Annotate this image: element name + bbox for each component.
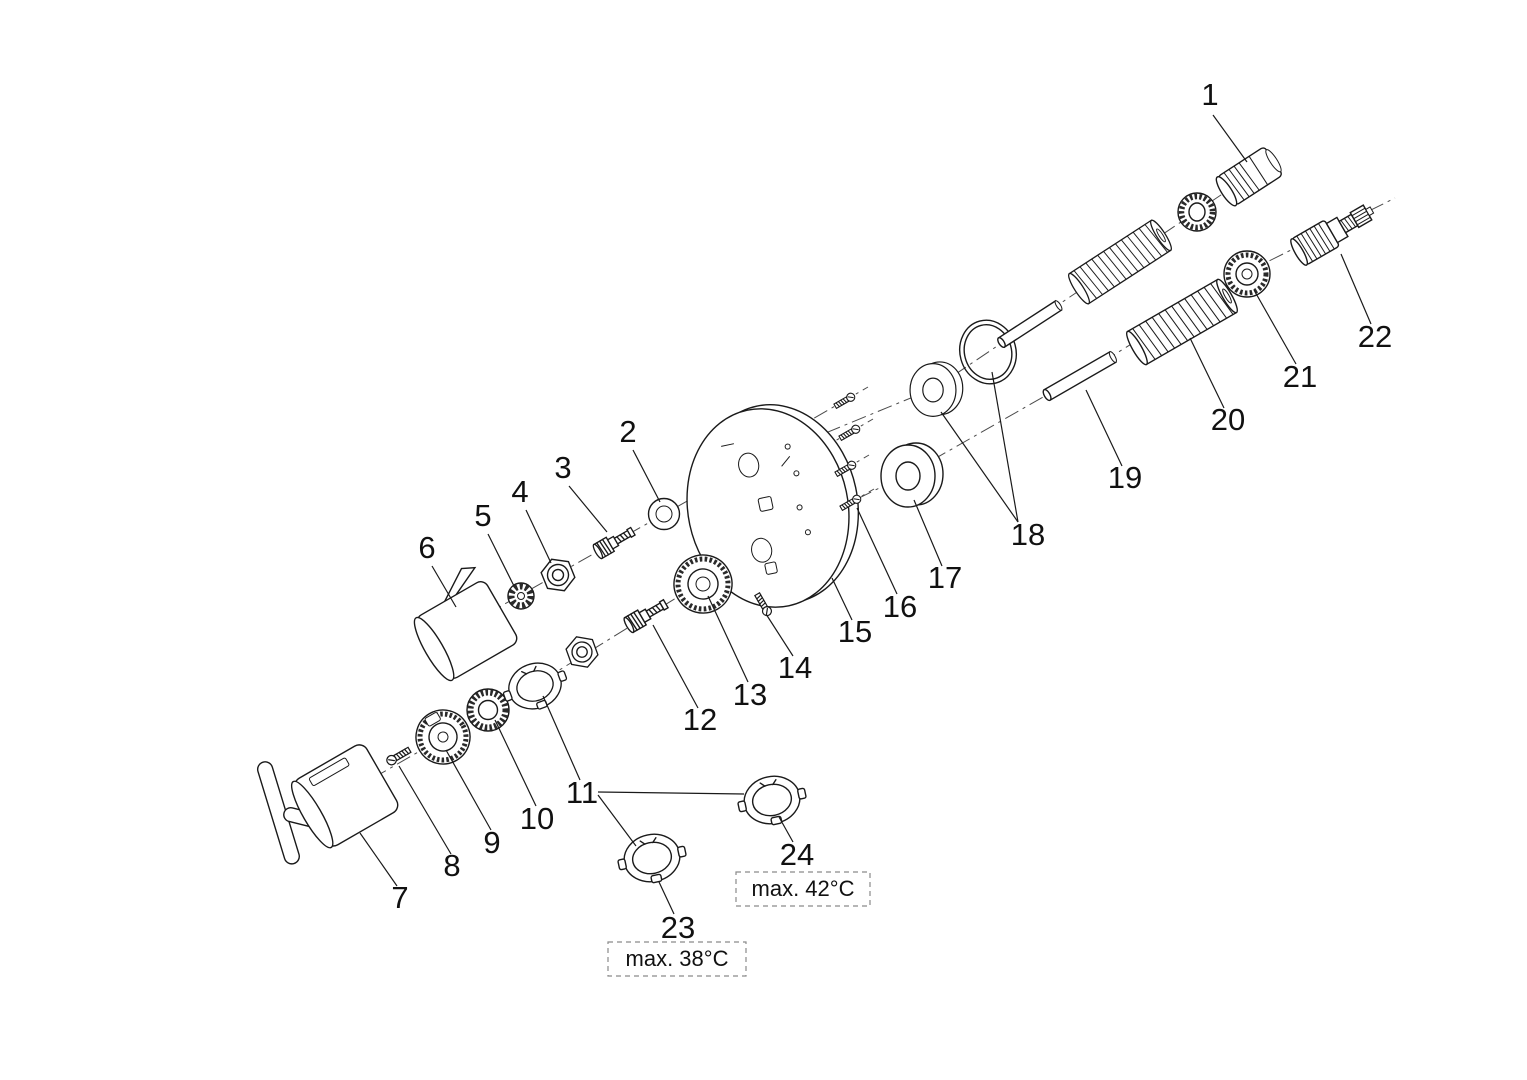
- callout-12: 12: [683, 702, 717, 737]
- part-16-screw-2: [837, 423, 862, 443]
- part-5-spline-adapter: [507, 582, 535, 610]
- leader-18-washer: [940, 411, 1019, 523]
- part-7-handle: [256, 744, 399, 865]
- leader-3: [568, 485, 608, 533]
- callout-5: 5: [474, 498, 491, 533]
- callout-23: 23: [661, 910, 695, 945]
- leader-11-to-23: [597, 794, 637, 847]
- callout-20: 20: [1211, 402, 1245, 437]
- callout-1: 1: [1201, 77, 1218, 112]
- leader-11-to-24: [597, 791, 745, 795]
- callout-7: 7: [391, 880, 408, 915]
- part-1-cartridge: [1215, 147, 1282, 207]
- part-23-adapter-ring: [613, 827, 692, 890]
- callout-13: 13: [733, 677, 767, 712]
- leader-1: [1212, 114, 1248, 163]
- leader-21: [1253, 289, 1297, 365]
- part-10-knurled-ring: [466, 688, 510, 732]
- part-18-o-ring: [959, 319, 1017, 385]
- leader-13: [707, 595, 749, 683]
- callout-24: 24: [780, 837, 814, 872]
- leader-8: [398, 765, 452, 855]
- callout-11: 11: [566, 775, 598, 810]
- callout-3: 3: [554, 450, 571, 485]
- part-19-tube-lower: [1042, 350, 1117, 402]
- part-12-valve-stem: [621, 595, 671, 635]
- callout-16: 16: [883, 589, 917, 624]
- leader-11: [542, 695, 581, 781]
- callout-9: 9: [483, 825, 500, 860]
- leader-6: [431, 565, 457, 608]
- leader-lines: [359, 114, 1372, 915]
- leader-24: [778, 816, 794, 843]
- callout-22: 22: [1358, 319, 1392, 354]
- part-18-washer: [909, 361, 964, 417]
- part-19-tube-upper: [997, 299, 1063, 349]
- parts: [256, 147, 1375, 890]
- callout-19: 19: [1108, 460, 1142, 495]
- callout-18: 18: [1011, 517, 1045, 552]
- note-box-max-38: [607, 941, 747, 977]
- leader-12: [652, 624, 699, 709]
- leader-20: [1189, 337, 1225, 409]
- part-22-thermostat-cartridge: [1290, 204, 1375, 266]
- temperature-notes: max. 38°C max. 42°C: [607, 871, 871, 977]
- part-6-lever-handle: [413, 566, 518, 682]
- leader-23: [658, 881, 675, 915]
- leader-15: [831, 577, 853, 621]
- leader-5: [487, 533, 515, 587]
- leader-17: [913, 499, 943, 567]
- leader-7: [359, 832, 398, 887]
- part-20-threaded-sleeve-upper: [1065, 217, 1175, 307]
- part-16-screw-1: [832, 391, 857, 411]
- part-17-trim-ring: [880, 442, 944, 508]
- leader-14: [765, 613, 794, 657]
- callout-labels: 1 2 3 4 5 6 7 8 9 10 11 12 13 14 15 16 1…: [391, 77, 1392, 945]
- callout-8: 8: [443, 848, 460, 883]
- callout-10: 10: [520, 801, 554, 836]
- callout-15: 15: [838, 614, 872, 649]
- part-20-threaded-sleeve-lower: [1122, 276, 1242, 368]
- leader-10: [494, 719, 537, 807]
- part-3-valve-stem: [591, 523, 638, 561]
- part-9-cartridge-cap: [415, 709, 471, 765]
- part-21-cap-nut: [1223, 250, 1271, 298]
- callout-6: 6: [418, 530, 435, 565]
- leader-16: [856, 507, 898, 595]
- callout-17: 17: [928, 560, 962, 595]
- leader-19: [1085, 389, 1123, 467]
- callout-4: 4: [511, 474, 528, 509]
- part-24-adapter-ring: [733, 769, 812, 832]
- leader-22: [1340, 253, 1372, 325]
- note-text-max-38: max. 38°C: [626, 946, 729, 971]
- note-box-max-42: [735, 871, 871, 907]
- callout-14: 14: [778, 650, 812, 685]
- leader-2: [632, 449, 661, 503]
- leader-18-o-ring: [991, 371, 1019, 523]
- leader-4: [525, 509, 552, 564]
- part-15-escutcheon-plate: [686, 404, 860, 608]
- note-text-max-42: max. 42°C: [752, 876, 855, 901]
- leader-9: [445, 749, 492, 831]
- callout-2: 2: [619, 414, 636, 449]
- part-4-hex-nut: [538, 557, 578, 593]
- part-13-knurled-flange: [673, 554, 733, 614]
- callout-21: 21: [1283, 359, 1317, 394]
- part-2-escutcheon-small: [647, 497, 681, 531]
- part-knurled-nut-upper: [1177, 192, 1217, 232]
